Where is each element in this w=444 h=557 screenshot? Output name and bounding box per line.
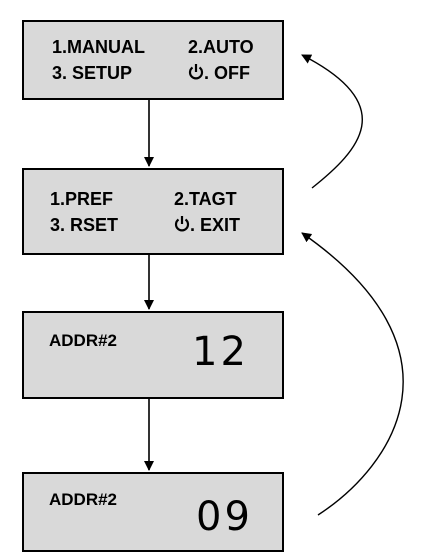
menu-item-tagt: 2.TAGT [174,189,237,209]
arrow-return-to-main [301,54,363,189]
arrow-return-to-setup [301,232,404,516]
menu-item-setup: 3. SETUP [52,63,133,83]
power-icon [174,216,190,232]
menu-item-off-label: . OFF [204,63,250,83]
menu-item-auto: 2.AUTO [188,37,254,57]
address-label: ADDR#2 [49,490,118,509]
address-value: 12 [192,329,249,375]
address-value: 09 [196,494,253,540]
address-screen-12: ADDR#2 12 [22,311,284,399]
menu-item-rset: 3. RSET [50,215,119,235]
power-icon [188,64,204,80]
address-label: ADDR#2 [49,331,118,350]
address-screen-09: ADDR#2 09 [22,472,284,552]
menu-item-exit-label: . EXIT [190,215,241,235]
menu-item-off: . OFF [188,63,250,83]
setup-menu-screen: 1.PREF 2.TAGT 3. RSET . EXIT [22,168,284,255]
main-menu-screen: 1.MANUAL 2.AUTO 3. SETUP . OFF [22,20,284,100]
menu-item-pref: 1.PREF [50,189,114,209]
menu-item-exit: . EXIT [174,215,240,235]
menu-item-manual: 1.MANUAL [52,37,145,57]
